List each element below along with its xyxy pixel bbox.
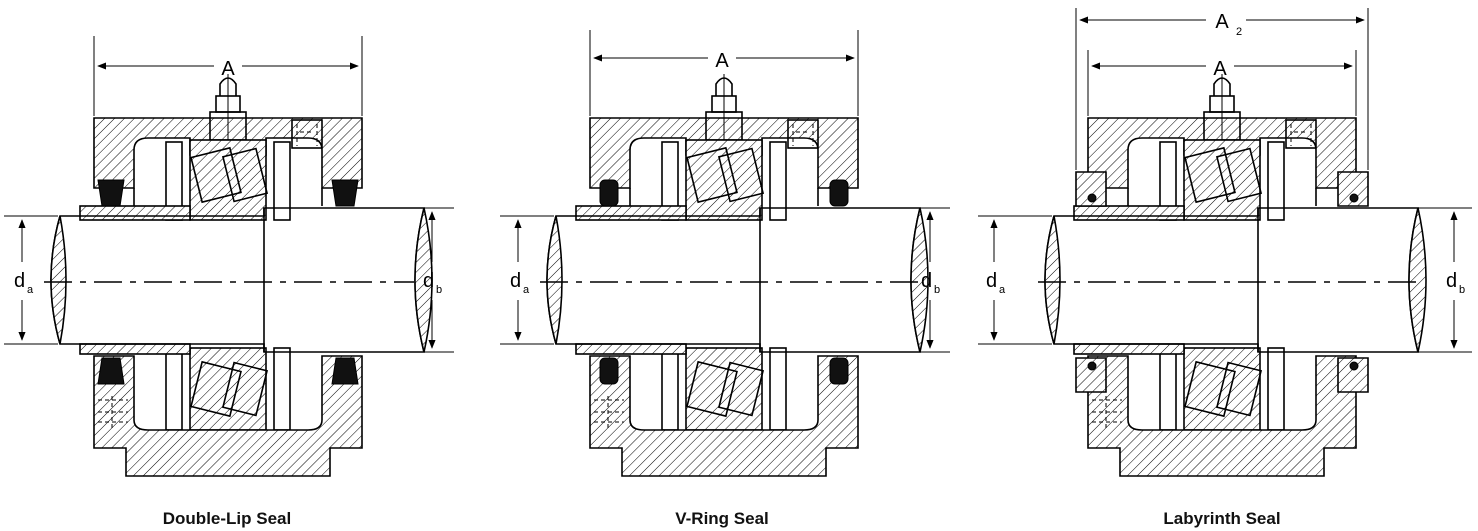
dim-da-sub-1: a (27, 284, 34, 296)
dim-a2-label: A (1215, 11, 1229, 33)
dim-da-sub-3: a (999, 284, 1006, 296)
dim-db-label-2: d (921, 270, 932, 292)
caption-double-lip: Double-Lip Seal (163, 509, 291, 528)
caption-v-ring: V-Ring Seal (675, 509, 769, 528)
caption-labyrinth: Labyrinth Seal (1163, 509, 1280, 528)
dim-a2-sub: 2 (1236, 26, 1242, 38)
view-labyrinth (978, 8, 1472, 477)
dim-db-label-1: d (423, 270, 434, 292)
dim-da-label-1: d (14, 270, 25, 292)
view-double-lip (4, 36, 454, 477)
dim-da-label-3: d (986, 270, 997, 292)
dim-db-sub-2: b (934, 284, 940, 296)
dim-db-sub-3: b (1459, 284, 1465, 296)
dim-da-label-2: d (510, 270, 521, 292)
dim-a-label-2: A (715, 50, 729, 72)
dim-da-sub-2: a (523, 284, 530, 296)
view-v-ring (500, 30, 950, 477)
dim-a-label-3: A (1213, 58, 1227, 80)
dim-db-label-3: d (1446, 270, 1457, 292)
dim-db-sub-1: b (436, 284, 442, 296)
dim-a-label-1: A (221, 58, 235, 80)
